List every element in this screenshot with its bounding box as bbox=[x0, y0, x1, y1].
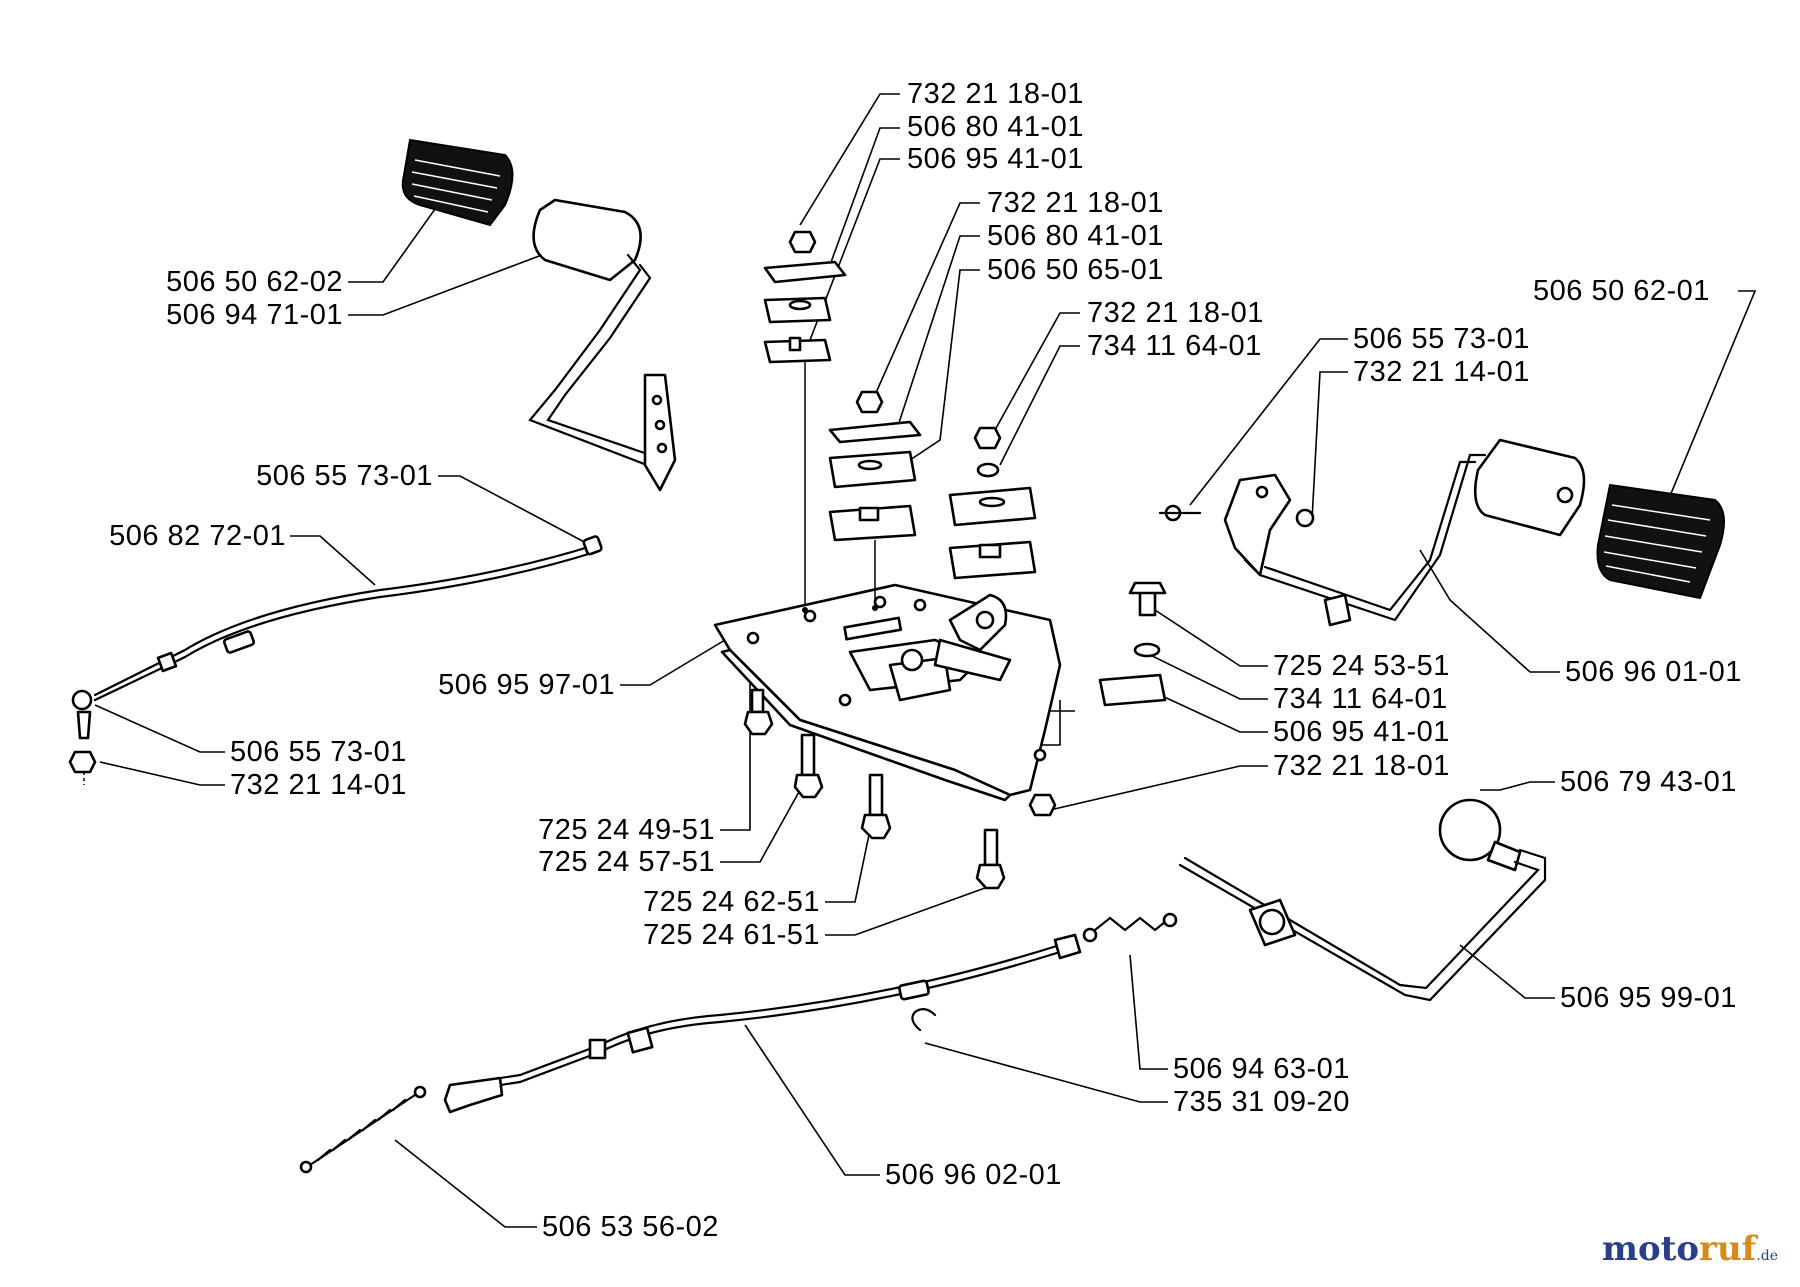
left-pedal-arm-cover bbox=[532, 198, 642, 282]
part-label: 725 24 53-51 bbox=[1273, 650, 1450, 682]
part-label: 725 24 61-51 bbox=[643, 919, 820, 951]
part-label: 732 21 18-01 bbox=[1273, 750, 1450, 782]
part-label: 506 55 73-01 bbox=[256, 460, 433, 492]
part-label: 506 95 99-01 bbox=[1560, 982, 1737, 1014]
part-label: 734 11 64-01 bbox=[1273, 683, 1448, 715]
right-pedal-pad-ribs bbox=[1603, 504, 1711, 583]
part-label: 506 82 72-01 bbox=[109, 520, 286, 552]
bolts bbox=[743, 581, 1167, 890]
bottom-cable bbox=[299, 912, 1178, 1174]
part-label: 732 21 14-01 bbox=[1353, 356, 1530, 388]
part-label: 506 96 02-01 bbox=[885, 1159, 1062, 1191]
part-label: 506 55 73-01 bbox=[230, 736, 407, 768]
part-label: 725 24 57-51 bbox=[538, 846, 715, 878]
logo-tld: .de bbox=[1756, 1248, 1778, 1264]
part-label: 732 21 18-01 bbox=[987, 187, 1164, 219]
logo-brand: motoruf bbox=[1601, 1229, 1757, 1269]
part-label: 725 24 49-51 bbox=[538, 814, 715, 846]
part-label: 506 50 62-01 bbox=[1533, 275, 1710, 307]
part-label: 506 79 43-01 bbox=[1560, 766, 1737, 798]
part-label: 732 21 18-01 bbox=[1087, 297, 1264, 329]
part-label: 506 96 01-01 bbox=[1565, 656, 1742, 688]
right-pedal-pad bbox=[1596, 483, 1725, 600]
left-pedal-pad-ribs bbox=[411, 159, 501, 213]
part-label: 506 53 56-02 bbox=[542, 1211, 719, 1243]
part-label: 735 31 09-20 bbox=[1173, 1086, 1350, 1118]
part-label: 506 94 71-01 bbox=[166, 299, 343, 331]
part-label: 725 24 62-51 bbox=[643, 886, 820, 918]
right-pedal-bracket bbox=[1223, 473, 1292, 577]
right-pedal-arm-cover bbox=[1473, 438, 1586, 537]
part-label: 506 95 41-01 bbox=[907, 143, 1084, 175]
left-pedal-assembly bbox=[401, 138, 677, 492]
part-label: 506 50 62-02 bbox=[166, 266, 343, 298]
mount-plate bbox=[713, 583, 1062, 802]
hardware-stack-2 bbox=[828, 390, 922, 611]
left-nut bbox=[68, 750, 97, 774]
hardware-stack-3 bbox=[948, 426, 1037, 580]
left-pedal-pad bbox=[401, 138, 514, 227]
part-label: 732 21 14-01 bbox=[230, 769, 407, 801]
left-cable bbox=[68, 535, 603, 785]
part-label: 732 21 18-01 bbox=[907, 78, 1084, 110]
part-label: 506 55 73-01 bbox=[1353, 323, 1530, 355]
leader-lines bbox=[94, 93, 1757, 1228]
part-label: 506 50 65-01 bbox=[987, 254, 1164, 286]
hardware-stack-1 bbox=[763, 230, 847, 613]
part-label: 506 95 41-01 bbox=[1273, 716, 1450, 748]
watermark-logo[interactable]: motoruf.de bbox=[1602, 1229, 1778, 1269]
right-pedal-assembly bbox=[1158, 438, 1725, 627]
part-label: 506 95 97-01 bbox=[438, 669, 615, 701]
part-label: 506 80 41-01 bbox=[987, 220, 1164, 252]
part-label: 506 94 63-01 bbox=[1173, 1053, 1350, 1085]
part-label: 506 80 41-01 bbox=[907, 111, 1084, 143]
part-label: 734 11 64-01 bbox=[1087, 330, 1262, 362]
lever-assembly bbox=[1178, 798, 1547, 1002]
left-pedal-bracket bbox=[643, 373, 677, 492]
